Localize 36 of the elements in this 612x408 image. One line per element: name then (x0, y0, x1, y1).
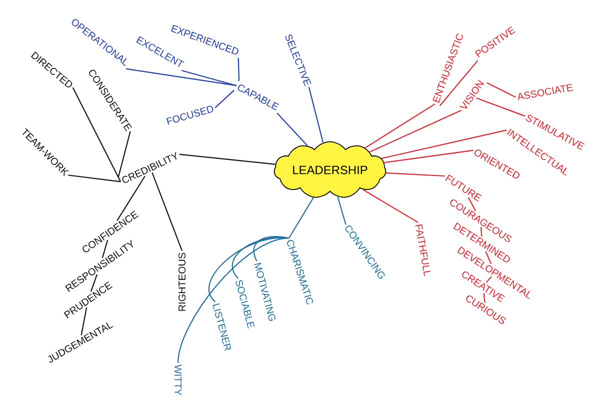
branch-line (362, 189, 418, 223)
branch-line (102, 240, 108, 258)
branch-line (486, 276, 492, 283)
branch-line (118, 131, 131, 178)
branch-line (152, 172, 183, 251)
branch-line (476, 97, 526, 117)
branch-line (386, 172, 446, 177)
branch-line (483, 292, 486, 303)
branch-word: FAITHFULL (415, 224, 430, 276)
branch-line (68, 174, 121, 182)
branch-line (116, 176, 146, 221)
branch-line (177, 238, 290, 363)
branch-line (468, 197, 476, 212)
branch-line (214, 90, 234, 108)
branch-line (337, 196, 346, 225)
branch-line (369, 110, 462, 152)
branch-word: WITTY (174, 364, 182, 396)
branch-line (381, 130, 507, 159)
branch-line (439, 60, 478, 106)
branch-line (253, 236, 290, 262)
branch-line (179, 154, 276, 165)
branch-line (126, 68, 237, 86)
branch-line (308, 86, 324, 143)
branch-line (276, 112, 308, 146)
branch-line (384, 150, 474, 164)
branch-line (182, 70, 237, 86)
branch-line (80, 307, 88, 336)
branch-line (485, 251, 492, 264)
branch-line (480, 226, 482, 237)
branch-line (72, 87, 122, 182)
branch-line (486, 82, 516, 98)
branch-word: RIGHTEOUS (178, 252, 186, 311)
branch-line (288, 197, 314, 238)
branch-line (238, 58, 240, 81)
branch-line (90, 274, 98, 292)
branch-line (364, 103, 436, 148)
